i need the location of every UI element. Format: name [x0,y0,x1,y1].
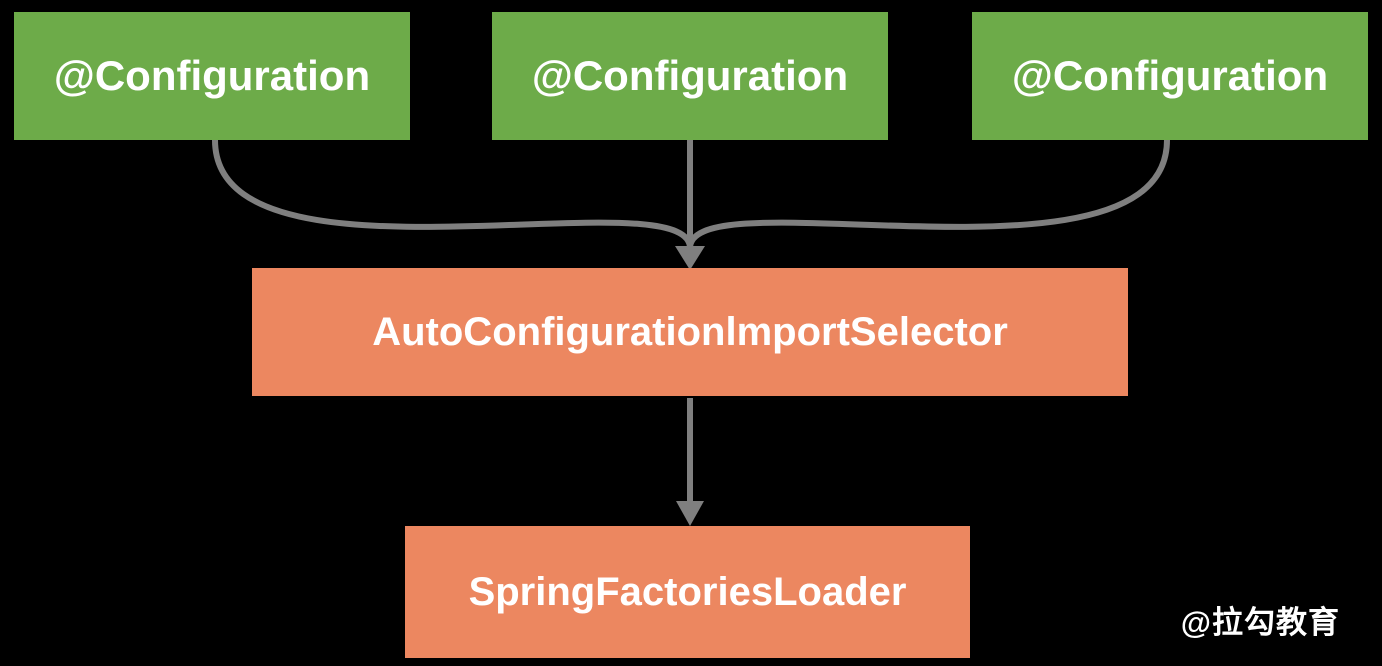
node-spring-factories-loader-label: SpringFactoriesLoader [468,569,907,614]
node-configuration-3-label: @Configuration [1011,52,1329,99]
arrowhead-into-selector [675,246,705,270]
node-configuration-1-label: @Configuration [53,52,371,99]
node-configuration-3: @Configuration [972,12,1368,140]
node-autoconfiguration-import-selector: AutoConfigurationlmportSelector [252,268,1128,396]
watermark: @拉勾教育 [1180,605,1340,640]
node-configuration-2-label: @Configuration [531,52,849,99]
node-autoconfiguration-import-selector-label: AutoConfigurationlmportSelector [372,309,1008,354]
edge-config1-to-selector [212,139,693,249]
node-spring-factories-loader: SpringFactoriesLoader [405,526,970,658]
node-configuration-2: @Configuration [492,12,888,140]
node-configuration-1: @Configuration [14,12,410,140]
arrowhead-into-loader [676,501,704,526]
edge-config3-to-selector [687,139,1170,249]
